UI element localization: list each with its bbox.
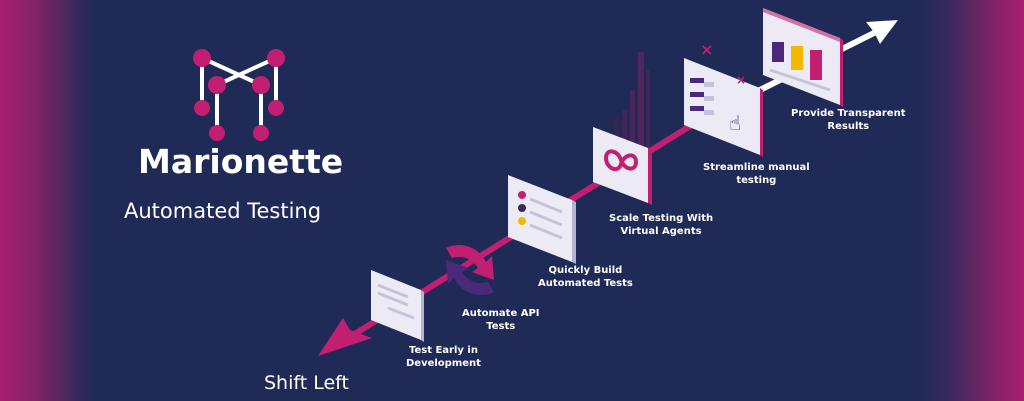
refresh-cycle-icon [446,245,494,295]
step-label-automate-api: Automate API Tests [462,307,540,333]
step-label-quickly-build: Quickly Build Automated Tests [538,264,633,290]
step-label-line: Scale Testing With [609,213,714,224]
bar-chart-card-icon [763,8,843,107]
step-label-transparent-results: Provide Transparent Results [791,107,906,133]
brand-title: Marionette [138,142,344,181]
step-label-line: Automated Tests [538,278,633,289]
brand-tagline: Automated Testing [124,199,322,223]
marionette-logo-icon [193,49,285,141]
checklist-card-icon [508,175,576,264]
step-label-line: Streamline manual [703,162,810,173]
step-label-line: Results [827,121,870,132]
infinity-card-icon [593,127,652,205]
document-card-icon [371,270,424,342]
progress-arrowhead-icon [866,20,898,44]
svg-text:×: × [700,40,713,59]
step-label-line: Test Early in [408,345,478,356]
pointer-hand-card-icon: × × ☝ [684,40,763,157]
step-label-line: Provide Transparent [791,108,906,119]
step-label-line: testing [736,175,777,186]
shift-left-arrowhead-icon [318,318,372,356]
step-label-line: Tests [486,321,516,332]
shift-left-label: Shift Left [264,372,349,394]
step-label-test-early: Test Early in Development [406,344,481,370]
step-label-scale-testing: Scale Testing With Virtual Agents [609,212,713,238]
step-label-streamline: Streamline manual testing [703,161,810,187]
svg-text:☝: ☝ [729,111,741,135]
step-label-line: Quickly Build [548,265,623,276]
step-label-line: Virtual Agents [620,226,702,237]
step-label-line: Development [406,358,481,369]
step-label-line: Automate API [462,308,540,319]
svg-text:×: × [736,73,746,87]
